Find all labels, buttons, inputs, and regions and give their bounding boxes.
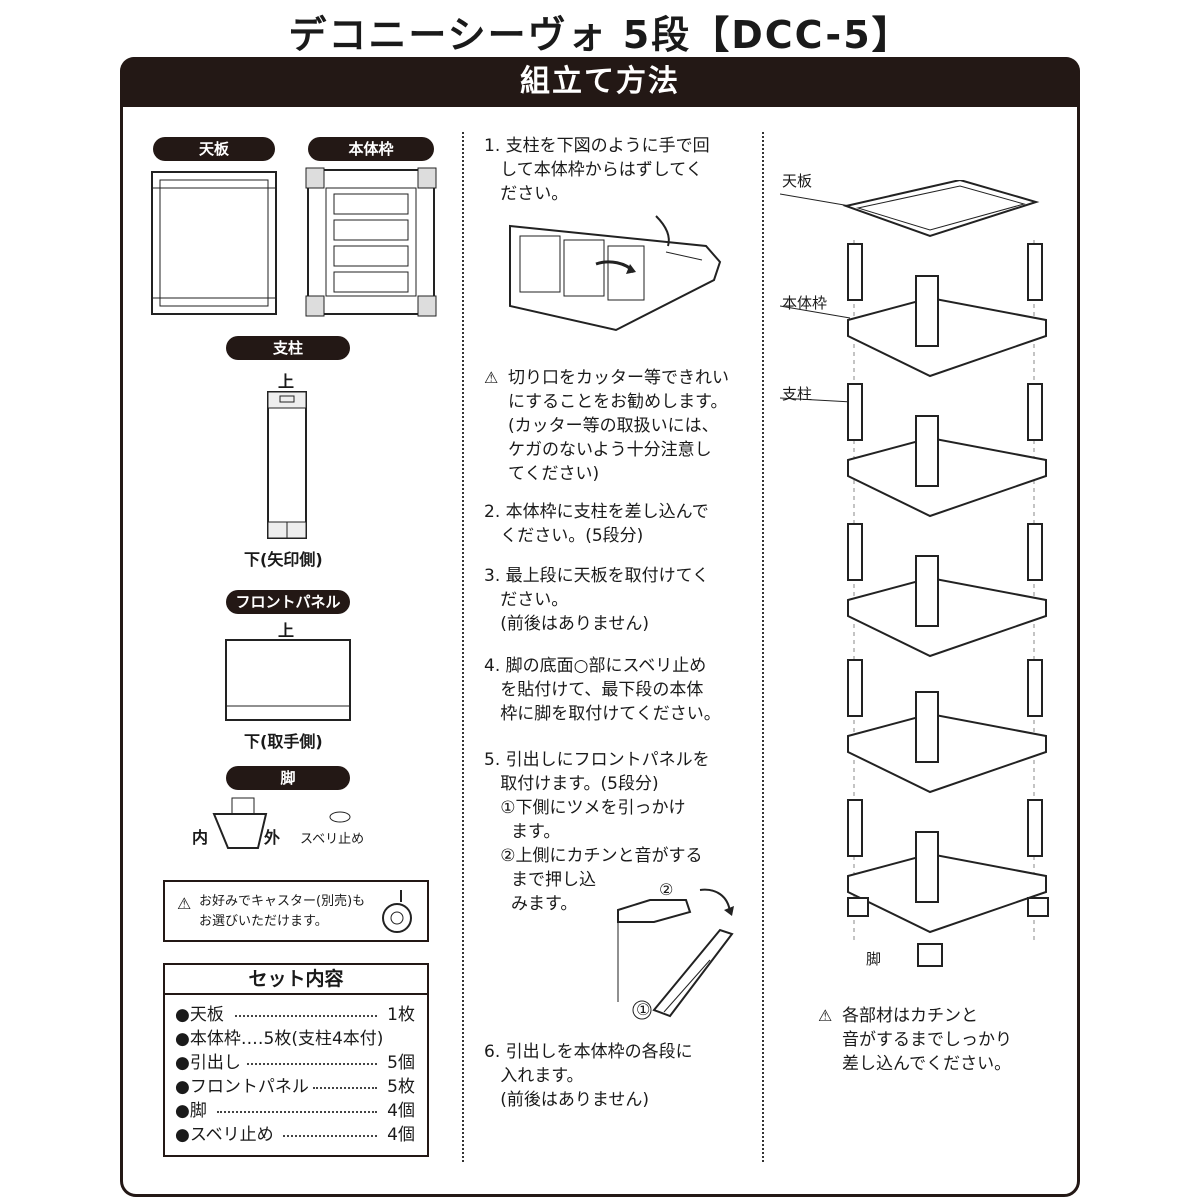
caster-icon <box>382 890 412 933</box>
step1-illustration <box>509 215 722 332</box>
column-divider-right <box>762 132 764 1162</box>
step-2: 2. 本体枠に支柱を差し込んで ください。(5段分) <box>484 502 709 546</box>
ashi-illustration <box>212 797 268 849</box>
step-3: 3. 最上段に天板を取付けてく ださい。 (前後はありません) <box>484 566 710 634</box>
page-title: デコニーシーヴォ 5段【DCC-5】 <box>288 13 912 57</box>
mark-1: ① <box>636 1000 651 1019</box>
label-panel-bottom: 下(取手側) <box>244 732 323 751</box>
mark-2: ② <box>659 880 674 899</box>
warning-icon: ⚠ <box>484 368 499 387</box>
step-4: 4. 脚の底面○部にスベリ止め を貼付けて、最下段の本体 枠に脚を取付けてくださ… <box>484 656 721 724</box>
step-6: 6. 引出しを本体枠の各段に 入れます。 (前後はありません) <box>484 1042 693 1110</box>
shichu-illustration <box>267 391 307 539</box>
section-header: 組立て方法 <box>120 57 1080 107</box>
label-right-tenban: 天板 <box>782 172 813 190</box>
label-front-panel: フロントパネル <box>226 590 350 614</box>
label-shichu: 支柱 <box>226 336 350 360</box>
caster-note-box: ⚠ お好みでキャスター(別売)も お選びいただけます。 <box>163 880 429 942</box>
label-inner: 内 <box>192 828 209 847</box>
suberi-illustration <box>329 811 351 823</box>
label-outer: 外 <box>264 828 281 847</box>
step-1: 1. 支柱を下図のように手で回 して本体枠からはずしてく ださい。 <box>484 136 710 204</box>
warning-icon: ⚠ <box>177 894 192 913</box>
label-pillar-top: 上 <box>278 372 295 391</box>
step5-illustration <box>617 888 734 1020</box>
label-right-hontaiwaku: 本体枠 <box>782 294 828 312</box>
set-contents-title: セット内容 <box>165 965 427 995</box>
step-5: 5. 引出しにフロントパネルを 取付けます。(5段分) ①下側にツメを引っかけ … <box>484 750 710 914</box>
label-ashi: 脚 <box>226 766 350 790</box>
label-hontaiwaku: 本体枠 <box>308 137 434 161</box>
rack-exploded-illustration <box>780 180 1049 967</box>
column-divider-left <box>462 132 464 1162</box>
final-note: 各部材はカチンと 音がするまでしっかり 差し込んでください。 <box>842 1006 1012 1074</box>
label-pillar-bottom: 下(矢印側) <box>244 550 323 569</box>
warning-icon: ⚠ <box>818 1006 833 1025</box>
label-suberi: スベリ止め <box>300 832 365 847</box>
front-panel-illustration <box>225 639 351 721</box>
hontaiwaku-illustration <box>305 167 437 317</box>
tenban-illustration <box>151 171 277 315</box>
set-contents-box: セット内容 ●天板 1枚 ●本体枠‥‥5枚(支柱4本付) ●引出し 5個 ●フロ… <box>163 963 429 1157</box>
caution-text: 切り口をカッター等できれい にすることをお勧めします。 (カッター等の取扱いには… <box>508 368 729 484</box>
label-right-ashi: 脚 <box>866 950 882 968</box>
caster-note-text: お好みでキャスター(別売)も お選びいただけます。 <box>199 894 366 929</box>
label-panel-top: 上 <box>278 621 295 640</box>
label-tenban: 天板 <box>153 137 275 161</box>
